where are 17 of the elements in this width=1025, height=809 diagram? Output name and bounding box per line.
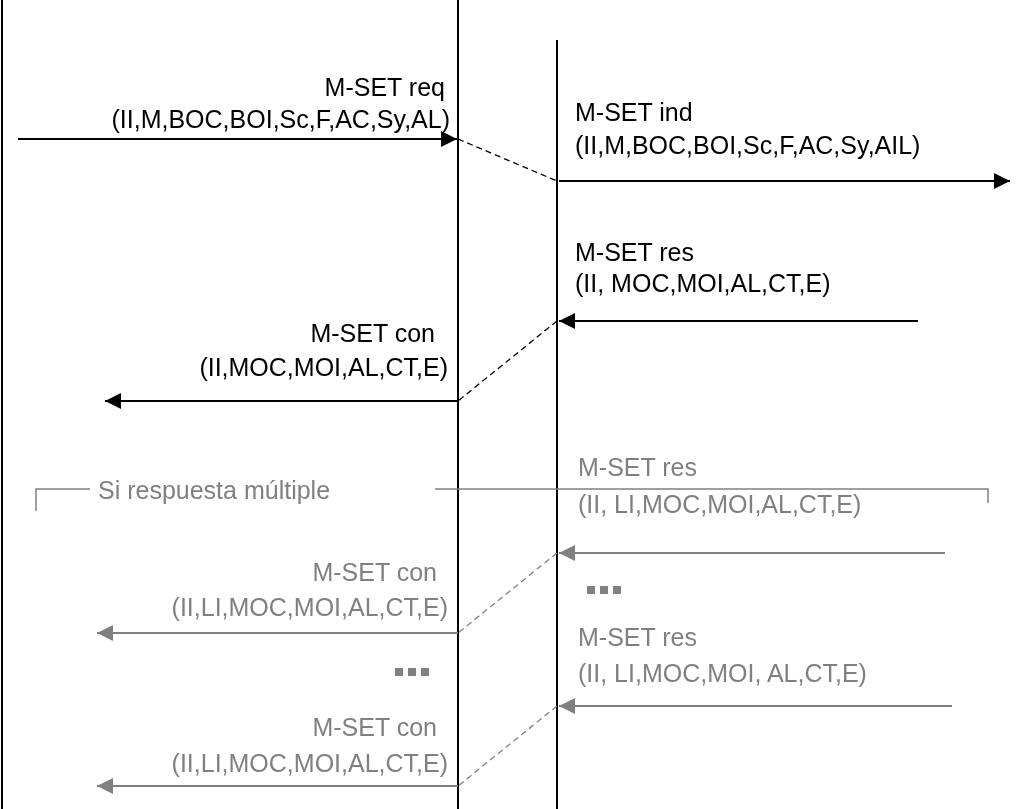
- message-name: M-SET ind: [575, 97, 693, 127]
- message-parameters: (II,MOC,MOI,AL,CT,E): [199, 352, 448, 382]
- bracket-title: Si respuesta múltiple: [98, 475, 331, 505]
- message-name: M-SET con: [310, 318, 435, 348]
- message-name: M-SET res: [578, 452, 697, 482]
- message-name: M-SET req: [324, 72, 445, 102]
- message-parameters: (II, MOC,MOI,AL,CT,E): [575, 268, 831, 298]
- message-name: M-SET con: [312, 557, 437, 587]
- message-parameters: (II,LI,MOC,MOI,AL,CT,E): [171, 592, 448, 622]
- message-parameters: (II, LI,MOC,MOI,AL,CT,E): [578, 489, 862, 519]
- message-parameters: (II,LI,MOC,MOI,AL,CT,E): [171, 748, 448, 778]
- message-name: M-SET res: [578, 622, 697, 652]
- message-parameters: (II, LI,MOC,MOI, AL,CT,E): [578, 658, 867, 688]
- message-parameters: (II,M,BOC,BOI,Sc,F,AC,Sy,AL): [111, 104, 450, 134]
- message-name: M-SET res: [575, 237, 694, 267]
- message-parameters: (II,M,BOC,BOI,Sc,F,AC,Sy,AIL): [575, 130, 921, 160]
- message-name: M-SET con: [312, 712, 437, 742]
